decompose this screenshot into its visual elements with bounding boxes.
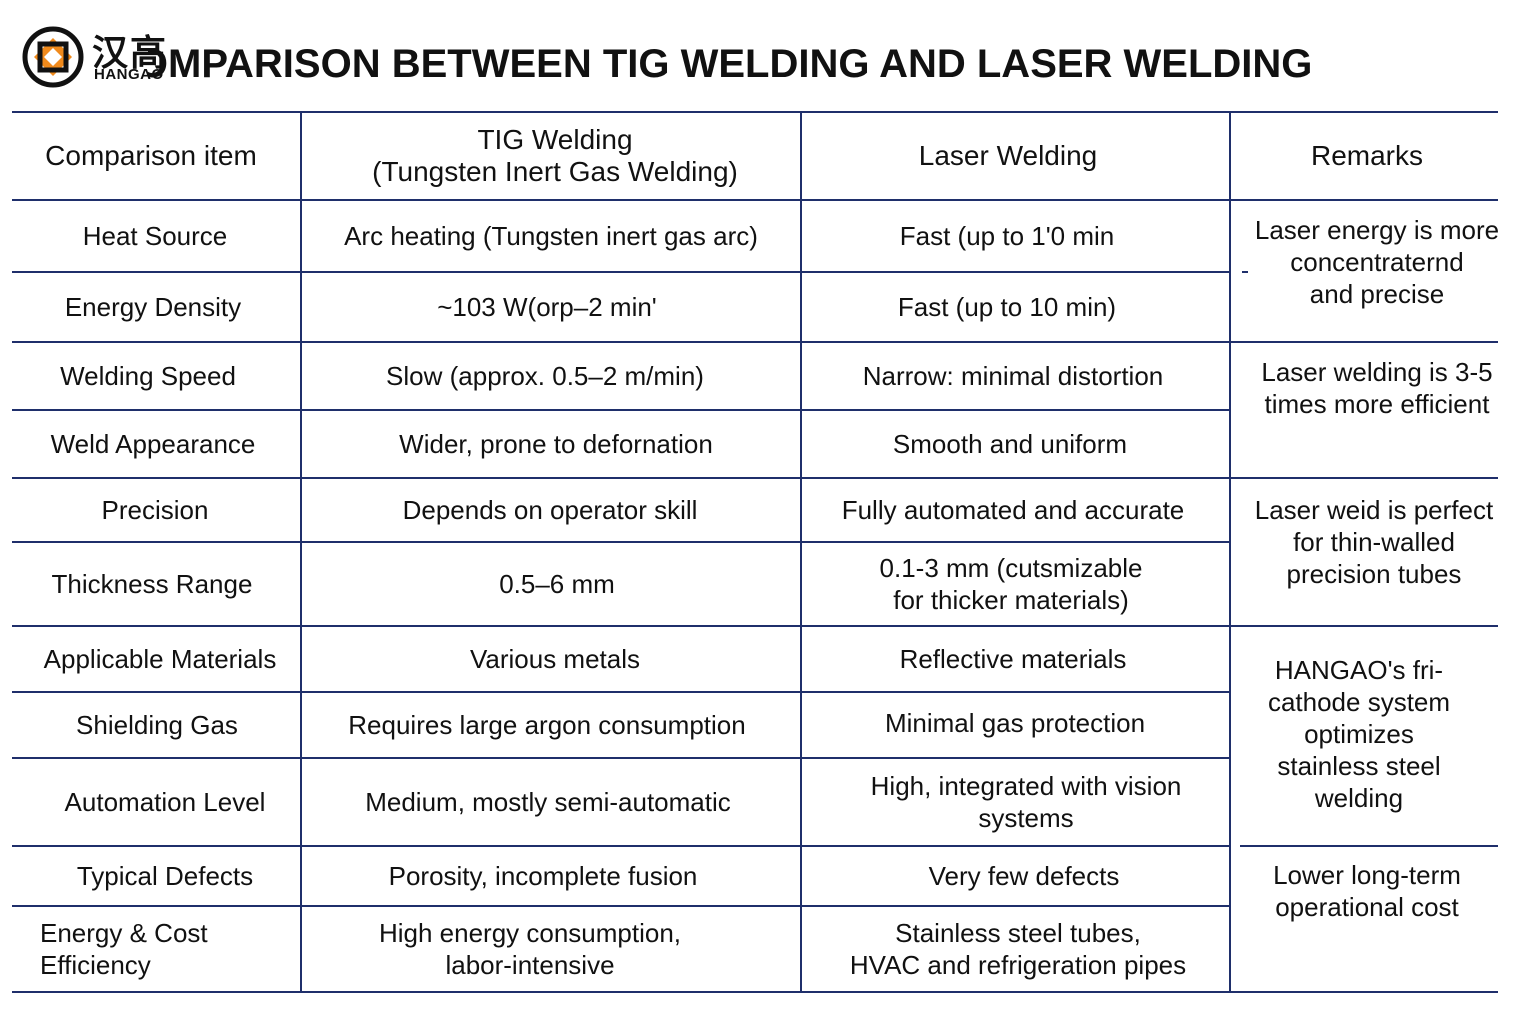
row-energy-cost-laser: Stainless steel tubes, HVAC and refriger… <box>849 918 1187 980</box>
row-thickness-range-tig: 0.5–6 mm <box>499 569 615 599</box>
row-typical-defects-item: Typical Defects <box>76 861 254 891</box>
row-welding-speed-tig: Slow (approx. 0.5–2 m/min) <box>386 361 704 391</box>
row-applicable-materials-laser: Reflective materials <box>899 644 1127 674</box>
row-welding-speed-laser: Narrow: minimal distortion <box>862 361 1164 391</box>
row-heat-source-laser: Fast (up to 1'0 min <box>899 221 1115 251</box>
row-shielding-gas-tig: Requires large argon consumption <box>348 710 746 740</box>
row-heat-source-tig: Arc heating (Tungsten inert gas arc) <box>344 221 758 251</box>
row-applicable-materials-tig: Various metals <box>469 644 641 674</box>
remark-thin-walled-tubes: Laser weid is perfect for thin-walled pr… <box>1254 495 1494 589</box>
row-energy-density-item: Energy Density <box>64 292 242 322</box>
row-energy-cost-tig: High energy consumption, labor-intensive <box>378 918 682 980</box>
row-welding-speed-item: Welding Speed <box>60 361 236 391</box>
row-typical-defects-tig: Porosity, incomplete fusion <box>388 861 698 891</box>
row-precision-item: Precision <box>101 495 209 525</box>
remark-laser-efficiency: Laser welding is 3-5 times more efficien… <box>1261 357 1493 419</box>
brand-logo: 汉高 HANGAO <box>22 24 192 88</box>
page-title: COMPARISON BETWEEN TIG WELDING AND LASER… <box>108 42 1313 86</box>
brand-name-chinese: 汉高 <box>92 33 169 74</box>
remark-laser-energy: Laser energy is more concentraternd and … <box>1254 215 1500 309</box>
row-typical-defects-laser: Very few defects <box>928 861 1120 891</box>
row-automation-level-tig: Medium, mostly semi-automatic <box>365 787 731 817</box>
header-laser-welding: Laser Welding <box>918 140 1098 171</box>
row-energy-cost-item: Energy & Cost Efficiency <box>40 918 208 980</box>
header-comparison-item: Comparison item <box>45 140 257 171</box>
header-remarks: Remarks <box>1310 140 1423 171</box>
row-thickness-range-item: Thickness Range <box>51 569 253 599</box>
row-weld-appearance-laser: Smooth and uniform <box>892 429 1128 459</box>
page-header: 汉高 HANGAO COMPARISON BETWEEN TIG WELDING… <box>0 0 1536 112</box>
row-automation-level-laser: High, integrated with vision systems <box>870 771 1182 833</box>
row-heat-source-item: Heat Source <box>82 221 228 251</box>
hangao-logo-icon <box>22 26 84 88</box>
row-shielding-gas-item: Shielding Gas <box>76 710 238 740</box>
row-weld-appearance-tig: Wider, prone to defornation <box>399 429 713 459</box>
row-energy-density-tig: ~103 W(orp–2 min' <box>437 292 657 322</box>
row-precision-laser: Fully automated and accurate <box>841 495 1185 525</box>
row-precision-tig: Depends on operator skill <box>402 495 698 525</box>
row-thickness-range-laser: 0.1-3 mm (cutsmizable for thicker materi… <box>879 553 1143 615</box>
header-tig-welding: TIG Welding (Tungsten Inert Gas Welding) <box>372 124 738 187</box>
row-weld-appearance-item: Weld Appearance <box>50 429 256 459</box>
row-energy-density-laser: Fast (up to 10 min) <box>897 292 1117 322</box>
row-shielding-gas-laser: Minimal gas protection <box>884 708 1146 738</box>
row-applicable-materials-item: Applicable Materials <box>43 644 277 674</box>
row-automation-level-item: Automation Level <box>64 787 266 817</box>
remark-hangao-system: HANGAO's fri- cathode system optimizes s… <box>1267 655 1451 813</box>
brand-name-english: HANGAO <box>94 66 164 83</box>
remark-operational-cost: Lower long-term operational cost <box>1273 860 1461 922</box>
